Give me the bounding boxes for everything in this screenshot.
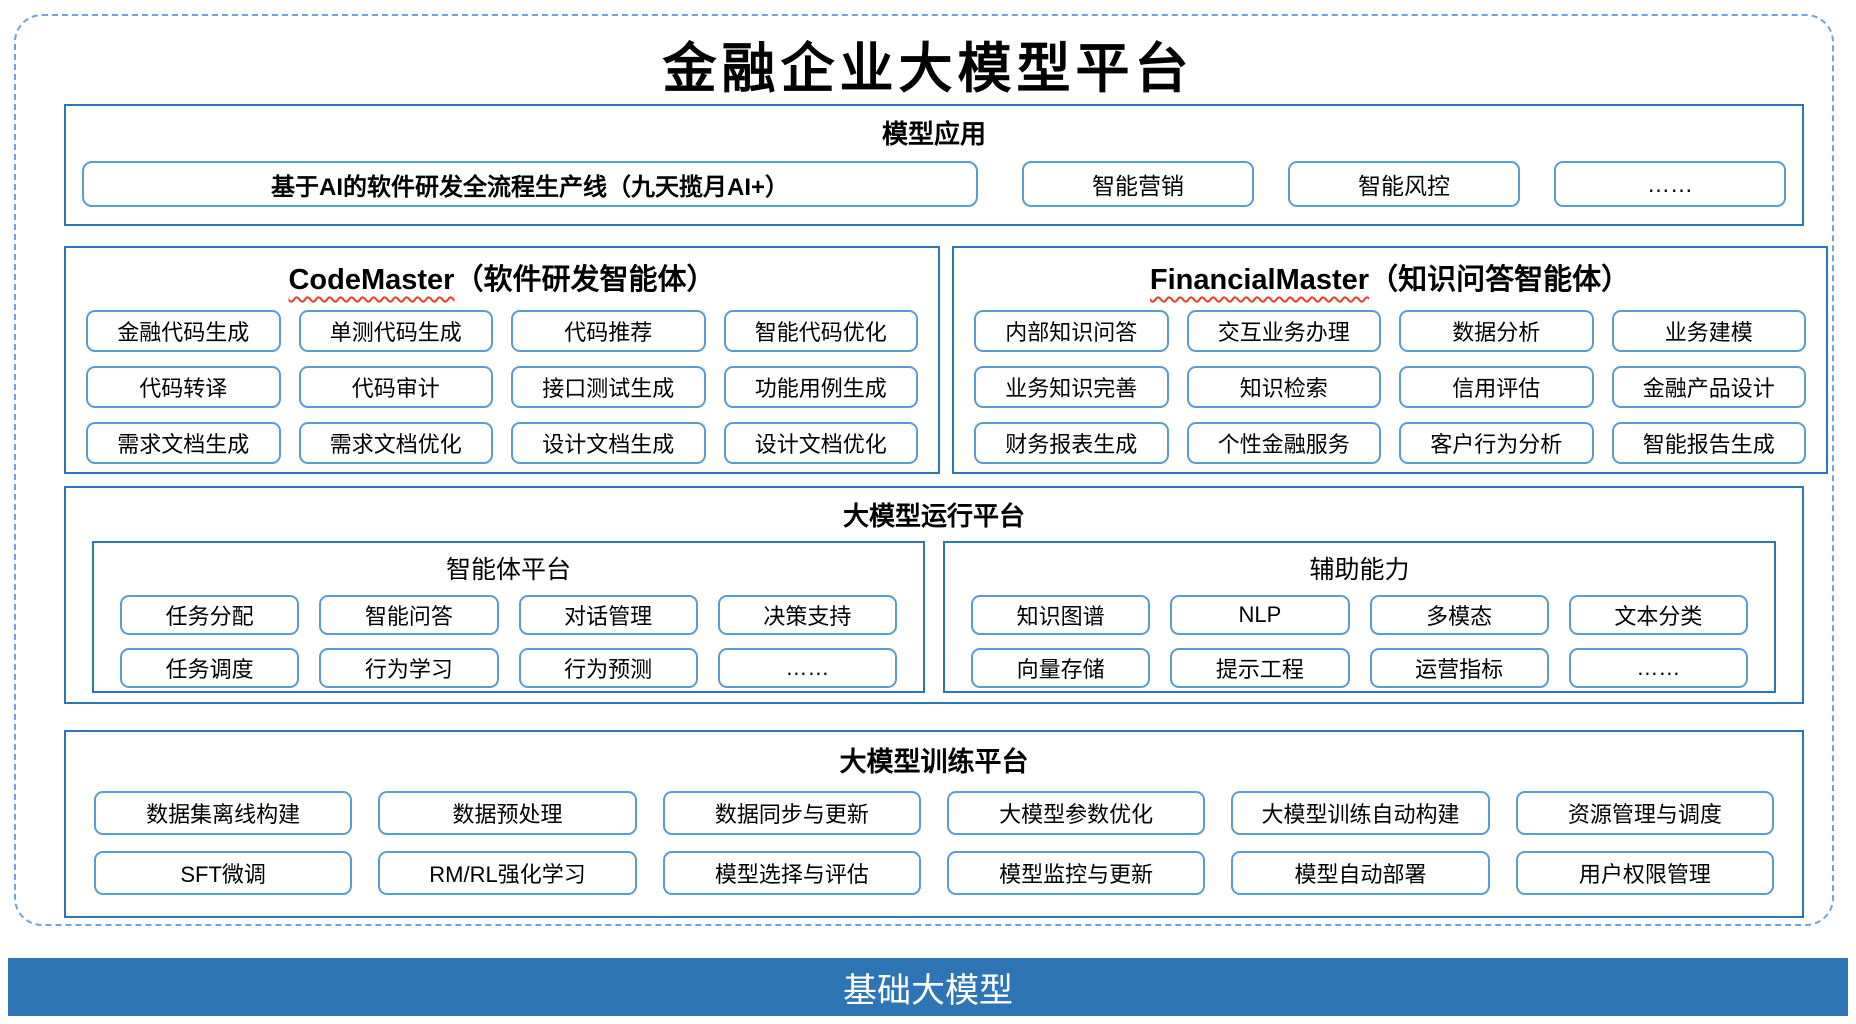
agent-platform-box: 智能体平台 任务分配智能问答对话管理决策支持任务调度行为学习行为预测 …… <box>92 541 925 693</box>
financialmaster-item: 客户行为分析 <box>1399 422 1594 464</box>
financialmaster-item: 智能报告生成 <box>1611 422 1806 464</box>
aux-ability-item: 提示工程 <box>1170 648 1350 688</box>
training-platform-section: 大模型训练平台 数据集离线构建数据预处理数据同步与更新大模型参数优化大模型训练自… <box>64 730 1804 918</box>
codemaster-item: 设计文档生成 <box>511 422 706 464</box>
financialmaster-item: 数据分析 <box>1399 310 1594 352</box>
aux-ability-header: 辅助能力 <box>1309 556 1410 584</box>
training-platform-item: 模型自动部署 <box>1231 851 1490 895</box>
financialmaster-title-suffix: （知识问答智能体） <box>1369 264 1631 296</box>
financialmaster-item: 内部知识问答 <box>974 310 1169 352</box>
training-platform-grid: 数据集离线构建数据预处理数据同步与更新大模型参数优化大模型训练自动构建资源管理与… <box>66 779 1802 895</box>
aux-ability-item: 文本分类 <box>1568 595 1748 635</box>
financialmaster-title-text: FinancialMaster <box>1149 264 1370 296</box>
aux-ability-item: 多模态 <box>1369 595 1549 635</box>
financialmaster-item: 金融产品设计 <box>1611 366 1806 408</box>
codemaster-item: 智能代码优化 <box>723 310 918 352</box>
ai-pipeline-box: 基于AI的软件研发全流程生产线（九天揽月AI+） <box>82 161 978 207</box>
codemaster-title-suffix: （软件研发智能体） <box>454 264 716 296</box>
aux-ability-grid: 知识图谱 NLP 多模态文本分类向量存储提示工程运营指标 …… <box>945 586 1774 688</box>
aux-ability-item: …… <box>1568 648 1748 688</box>
agent-platform-grid: 任务分配智能问答对话管理决策支持任务调度行为学习行为预测 …… <box>94 586 923 688</box>
agent-platform-item: 行为学习 <box>319 648 499 688</box>
training-platform-item: 模型选择与评估 <box>662 851 921 895</box>
codemaster-title-text: CodeMaster <box>288 264 455 296</box>
aux-ability-item: NLP <box>1170 595 1350 635</box>
model-application-item: 智能风控 <box>1288 161 1520 207</box>
training-platform-item: 数据集离线构建 <box>94 791 353 835</box>
model-application-items: 智能营销智能风控 …… <box>1022 161 1786 207</box>
foundation-model-bar: 基础大模型 <box>8 958 1848 1016</box>
codemaster-item: 代码审计 <box>298 366 493 408</box>
agent-platform-item: 行为预测 <box>518 648 698 688</box>
financialmaster-item: 交互业务办理 <box>1186 310 1381 352</box>
model-application-section: 模型应用 基于AI的软件研发全流程生产线（九天揽月AI+） 智能营销智能风控 …… <box>64 104 1804 226</box>
agent-platform-item: …… <box>717 648 897 688</box>
agent-platform-header: 智能体平台 <box>445 556 571 584</box>
page-title: 金融企业大模型平台 <box>662 36 1194 100</box>
codemaster-item: 接口测试生成 <box>511 366 706 408</box>
model-application-item: 智能营销 <box>1022 161 1254 207</box>
codemaster-item: 金融代码生成 <box>86 310 281 352</box>
training-platform-item: 大模型训练自动构建 <box>1231 791 1490 835</box>
financialmaster-item: 信用评估 <box>1399 366 1594 408</box>
agent-platform-item: 任务调度 <box>120 648 300 688</box>
financialmaster-item: 财务报表生成 <box>974 422 1169 464</box>
runtime-platform-section: 大模型运行平台 智能体平台 任务分配智能问答对话管理决策支持任务调度行为学习行为… <box>64 486 1804 704</box>
training-platform-header: 大模型训练平台 <box>839 747 1029 777</box>
financialmaster-section: FinancialMaster（知识问答智能体） 内部知识问答交互业务办理数据分… <box>952 246 1828 474</box>
agent-platform-item: 对话管理 <box>518 595 698 635</box>
runtime-platform-header: 大模型运行平台 <box>842 501 1025 531</box>
model-application-header: 模型应用 <box>881 119 986 149</box>
codemaster-section: CodeMaster（软件研发智能体） 金融代码生成单测代码生成代码推荐智能代码… <box>64 246 940 474</box>
training-platform-item: 资源管理与调度 <box>1515 791 1774 835</box>
codemaster-item: 需求文档优化 <box>298 422 493 464</box>
training-platform-item: 模型监控与更新 <box>947 851 1206 895</box>
training-platform-item: 数据预处理 <box>378 791 637 835</box>
codemaster-item: 代码转译 <box>86 366 281 408</box>
training-platform-item: 大模型参数优化 <box>947 791 1206 835</box>
financialmaster-item: 知识检索 <box>1186 366 1381 408</box>
codemaster-item: 功能用例生成 <box>723 366 918 408</box>
model-application-row: 基于AI的软件研发全流程生产线（九天揽月AI+） 智能营销智能风控 …… <box>66 151 1802 207</box>
financialmaster-item: 业务建模 <box>1611 310 1806 352</box>
codemaster-item: 需求文档生成 <box>86 422 281 464</box>
aux-ability-item: 知识图谱 <box>971 595 1151 635</box>
agent-platform-item: 任务分配 <box>120 595 300 635</box>
aux-ability-item: 向量存储 <box>971 648 1151 688</box>
outer-dashed-frame <box>14 14 1834 926</box>
financialmaster-item: 业务知识完善 <box>974 366 1169 408</box>
financialmaster-header: FinancialMaster（知识问答智能体） <box>954 256 1826 298</box>
training-platform-item: 数据同步与更新 <box>662 791 921 835</box>
training-platform-item: 用户权限管理 <box>1515 851 1774 895</box>
codemaster-item: 单测代码生成 <box>298 310 493 352</box>
aux-ability-item: 运营指标 <box>1369 648 1549 688</box>
agent-platform-item: 智能问答 <box>319 595 499 635</box>
codemaster-grid: 金融代码生成单测代码生成代码推荐智能代码优化代码转译代码审计接口测试生成功能用例… <box>66 298 938 464</box>
model-application-item: …… <box>1554 161 1786 207</box>
aux-ability-box: 辅助能力 知识图谱 NLP 多模态文本分类向量存储提示工程运营指标 …… <box>943 541 1776 693</box>
financialmaster-item: 个性金融服务 <box>1186 422 1381 464</box>
codemaster-header: CodeMaster（软件研发智能体） <box>66 256 938 298</box>
agent-platform-item: 决策支持 <box>717 595 897 635</box>
runtime-platform-row: 智能体平台 任务分配智能问答对话管理决策支持任务调度行为学习行为预测 …… 辅助能… <box>66 533 1802 693</box>
training-platform-item: SFT微调 <box>94 851 353 895</box>
training-platform-item: RM/RL强化学习 <box>378 851 637 895</box>
financialmaster-grid: 内部知识问答交互业务办理数据分析业务建模业务知识完善知识检索信用评估金融产品设计… <box>954 298 1826 464</box>
codemaster-item: 设计文档优化 <box>723 422 918 464</box>
codemaster-item: 代码推荐 <box>511 310 706 352</box>
